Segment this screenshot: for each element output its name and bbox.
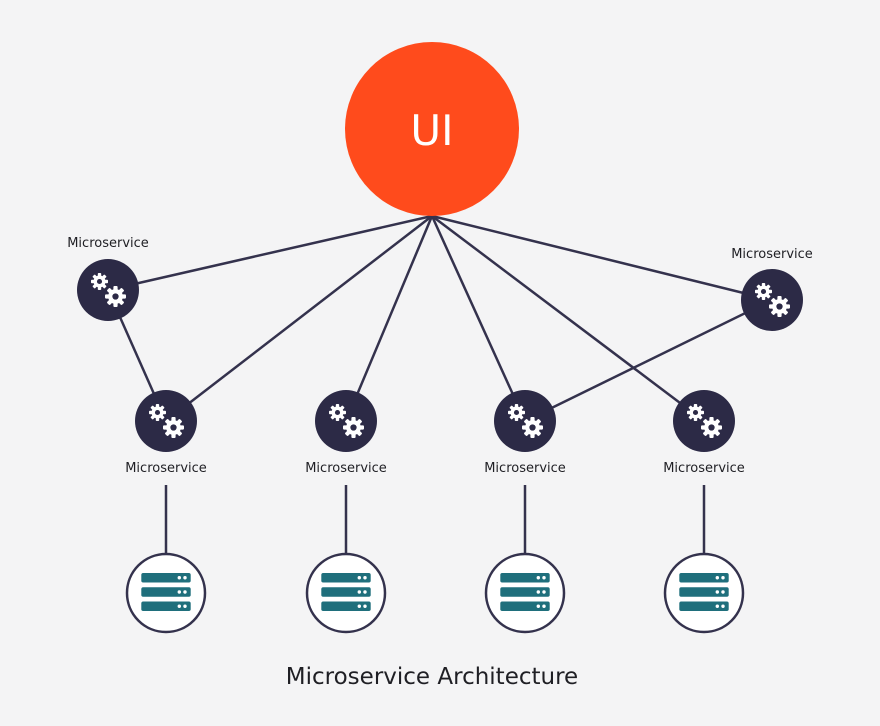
microservice-label-5: Microservice <box>663 461 745 476</box>
connections <box>106 214 773 553</box>
microservice-label-3: Microservice <box>305 461 387 476</box>
ui-label: UI <box>410 106 453 155</box>
connection-ui-ms1 <box>107 214 433 292</box>
gears-icon <box>329 404 346 421</box>
microservice-label-2: Microservice <box>125 461 207 476</box>
microservice-label-6: Microservice <box>731 247 813 262</box>
database-node-4 <box>663 552 745 634</box>
gears-icon <box>522 417 543 438</box>
gears-icon <box>701 417 722 438</box>
gears-icon <box>508 404 525 421</box>
connection-ui-ms2 <box>165 215 433 422</box>
gears-icon <box>769 296 790 317</box>
gears-icon <box>163 417 184 438</box>
connection-ui-ms4 <box>430 215 527 422</box>
microservice-node-3: Microservice <box>305 390 387 476</box>
server-icon <box>679 573 729 611</box>
database-node-2 <box>305 552 387 634</box>
ui-node: UI <box>345 42 519 216</box>
database-node-1 <box>125 552 207 634</box>
connection-ms6-ms4 <box>524 298 773 423</box>
gears-icon <box>343 417 364 438</box>
gears-icon <box>105 286 126 307</box>
microservice-node-5: Microservice <box>663 390 745 476</box>
connection-ui-ms5 <box>431 215 705 422</box>
microservice-node-6: Microservice <box>731 247 813 331</box>
microservice-label-4: Microservice <box>484 461 566 476</box>
microservice-node-4: Microservice <box>484 390 566 476</box>
gears-icon <box>91 273 108 290</box>
gears-icon <box>755 283 772 300</box>
server-icon <box>321 573 371 611</box>
server-icon <box>141 573 191 611</box>
gears-icon <box>687 404 704 421</box>
gears-icon <box>149 404 166 421</box>
database-node-3 <box>484 552 566 634</box>
ui-circle <box>345 42 519 216</box>
server-icon <box>500 573 550 611</box>
microservice-node-1: Microservice <box>67 236 149 321</box>
connection-ui-ms6 <box>431 214 773 302</box>
microservice-label-1: Microservice <box>67 236 149 251</box>
diagram-caption: Microservice Architecture <box>286 664 578 690</box>
connection-ui-ms3 <box>344 215 434 422</box>
microservice-node-2: Microservice <box>125 390 207 476</box>
